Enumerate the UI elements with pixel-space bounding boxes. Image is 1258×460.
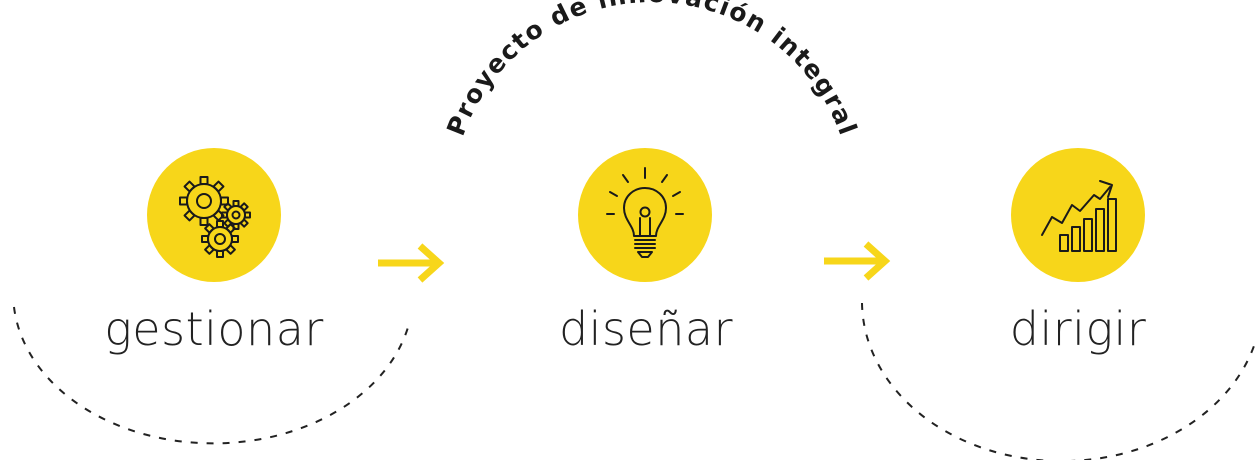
step-disenar-label: diseñar [558,302,733,356]
lightbulb-icon [606,167,684,258]
growth-chart-icon [1041,180,1117,252]
gears-icon [179,176,251,258]
arrow-right-icon [378,243,445,283]
arc-title-text: Proyecto de innovación integral [441,0,861,140]
arrow-right-icon [824,241,891,281]
step-dirigir-label: dirigir [1009,302,1147,356]
step-disenar-icon-circle [578,148,712,282]
step-gestionar-icon-circle [147,148,281,282]
arc-title: Proyecto de innovación integral [441,0,863,140]
lower-arc-left [13,306,411,445]
step-gestionar-label: gestionar [104,302,324,356]
step-dirigir-icon-circle [1011,148,1145,282]
